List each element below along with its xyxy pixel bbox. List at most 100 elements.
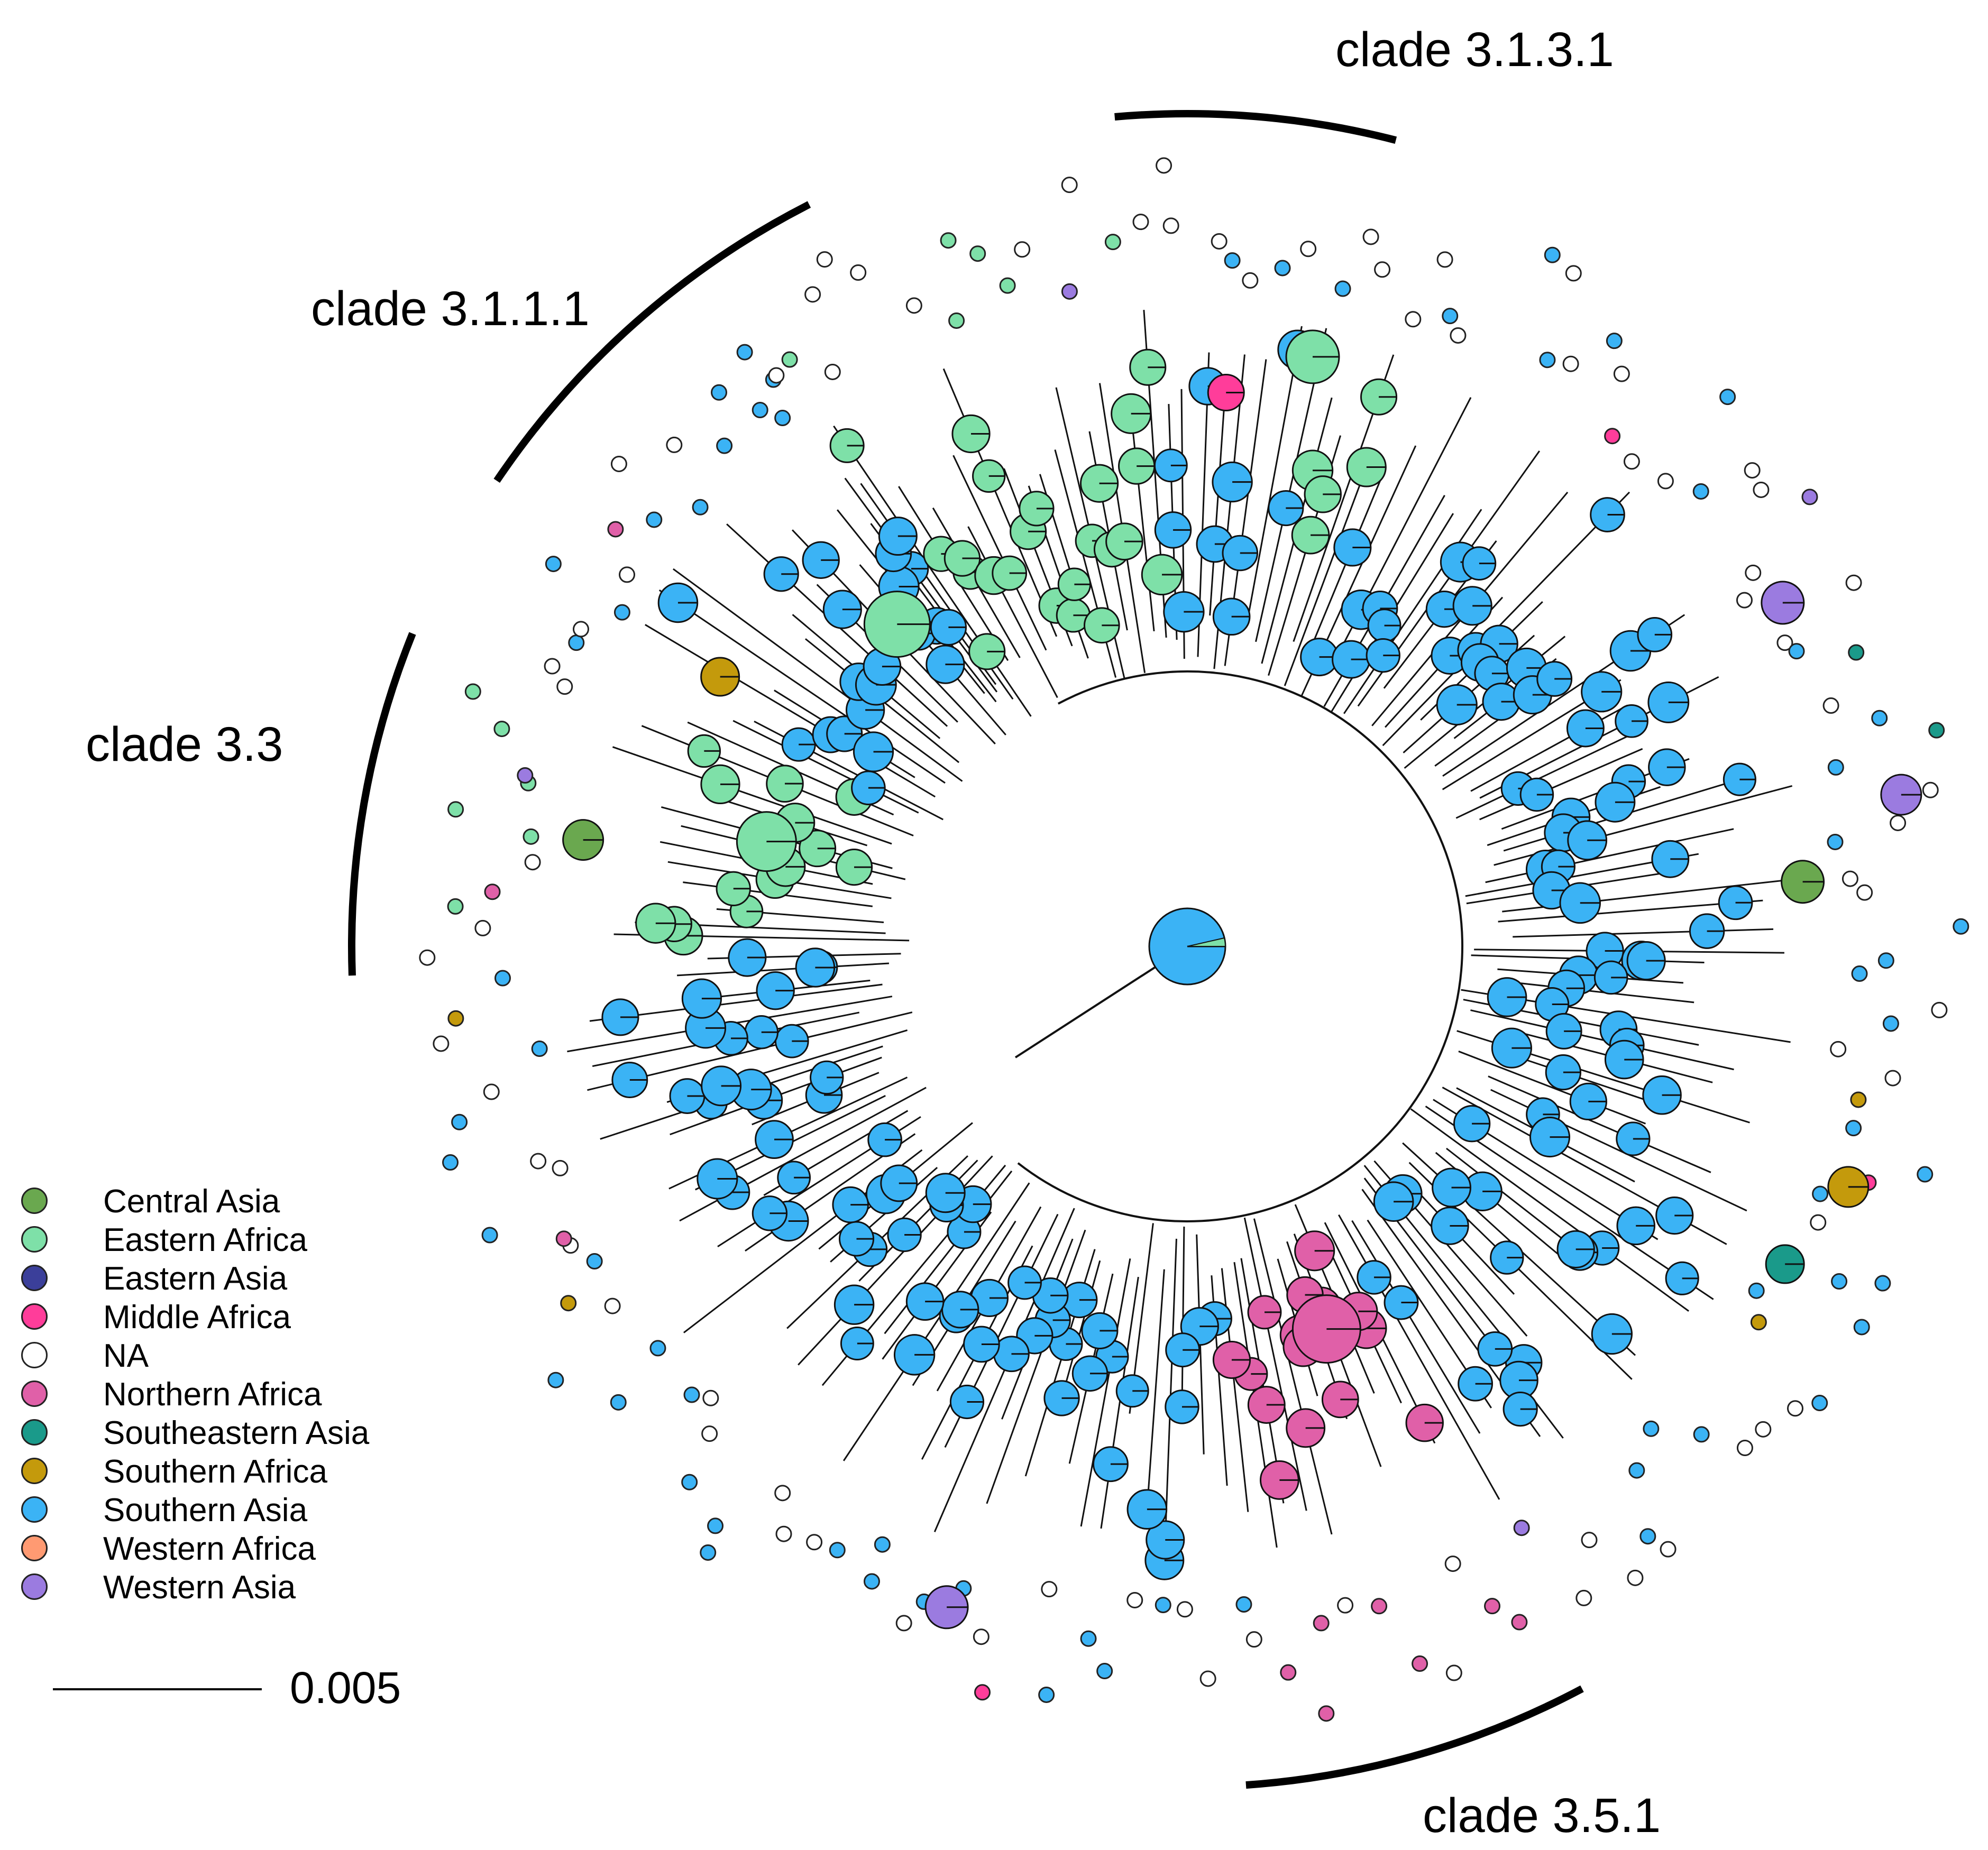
tip-point [774,1485,791,1502]
legend-label: Southern Asia [103,1492,308,1529]
node-pie [1321,1380,1359,1419]
node-pie [1593,960,1628,995]
tip-point [1851,965,1868,982]
tip-point [1176,1601,1193,1618]
legend-swatch [21,1535,48,1561]
node-pie [1115,1374,1149,1408]
tip-point [850,264,867,281]
tip-point [1776,634,1793,651]
node-pie [1165,1332,1201,1368]
node-pie [1165,1389,1199,1424]
tip-point [774,410,791,427]
tip-point [1830,1041,1847,1057]
tip-point [1812,1185,1829,1202]
node-pie [992,555,1028,591]
node-pie [802,541,840,579]
clade-label-3-5-1: clade 3.5.1 [1423,1789,1661,1843]
node-pie [700,657,740,697]
tip-point [1436,251,1453,268]
tip-point [649,1340,666,1357]
node-pie [1129,348,1167,386]
backbone-arc [1017,670,1463,1222]
legend-label: Western Africa [103,1531,316,1567]
tip-point [700,1544,717,1561]
branch [942,368,1058,637]
node-pie [736,811,797,872]
node-pie [1545,1013,1582,1050]
branch [677,962,890,977]
node-pie [949,1384,985,1420]
tip-point [1041,1581,1058,1598]
tip-point [1096,1663,1113,1680]
node-pie [851,770,886,805]
node-pie [1590,497,1625,532]
node-pie [924,1585,969,1630]
node-pie [1615,704,1648,738]
root-node-pie [1148,907,1226,986]
node-pie [1556,1230,1595,1269]
tip-point [1801,489,1818,505]
tip-point [1628,1462,1645,1479]
node-pie [1083,607,1120,644]
tip-point [781,351,798,368]
node-pie [1247,1386,1286,1424]
node-pie [1071,1355,1108,1392]
node-pie [1291,1294,1361,1364]
tip-point [1874,1275,1891,1292]
tip-point [948,312,965,329]
tip-point [1827,759,1844,776]
node-pie [1765,1244,1805,1284]
node-pie [829,428,865,463]
node-pie [755,1120,794,1159]
tip-point [1061,177,1078,194]
node-pie [943,540,981,577]
branch [1500,1051,1666,1108]
tip-point [610,1394,627,1411]
node-pie [863,591,931,658]
node-pie [853,731,894,772]
tip-point [1822,697,1839,714]
tip-point [442,1154,459,1171]
tip-point [1842,870,1858,887]
node-pie [1373,1181,1414,1222]
node-pie [1519,777,1554,812]
node-pie [611,1062,648,1098]
legend-swatch [21,1342,48,1368]
tip-point [1235,1596,1252,1613]
node-pie [669,1078,706,1114]
node-pie [1057,567,1092,601]
node-pie [1346,447,1387,487]
tip-point [1444,1556,1461,1572]
node-pie [1545,1054,1582,1091]
tip-point [1753,481,1770,498]
node-pie [1491,1027,1532,1069]
clade-arcs [348,110,1584,1789]
tip-point [804,286,821,303]
tip-point [1374,261,1391,278]
tip-point [483,1083,500,1100]
tip-point [524,854,541,871]
clade-label-3-1-1-1: clade 3.1.1.1 [311,282,590,336]
tip-point [1745,564,1762,581]
tip-point [1877,952,1894,969]
node-pie [777,1161,811,1195]
tip-point [1827,833,1844,850]
node-pie [925,1173,966,1213]
tip-point [1539,352,1556,369]
tip-point [1623,453,1640,470]
legend-swatch [21,1419,48,1446]
legend-swatch [21,1265,48,1291]
branch [1455,726,1647,819]
tip-point [517,767,534,784]
tip-point [494,970,511,987]
node-pie [700,764,740,805]
tip-point [1038,1686,1055,1703]
tip-point [1736,592,1753,609]
branch [1338,1214,1500,1500]
node-pie [781,727,816,762]
branch [658,589,946,784]
tip-point [619,566,636,583]
tip-point [1953,918,1969,935]
tip-point [1736,1440,1753,1457]
tip-point [531,1041,548,1057]
